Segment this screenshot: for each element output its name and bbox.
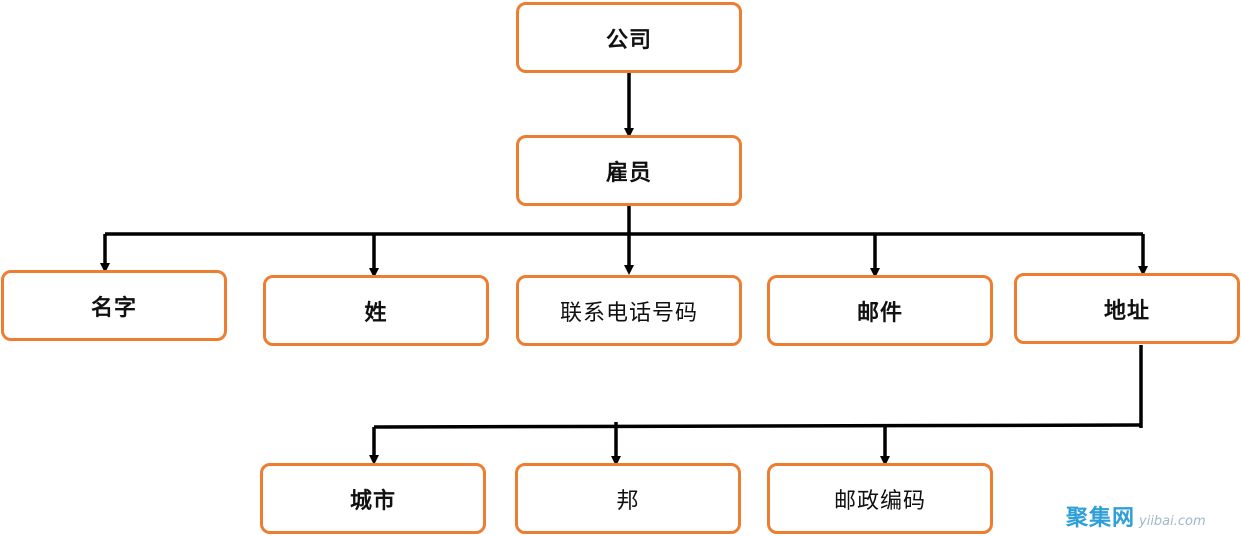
node-phone: 联系电话号码	[516, 275, 742, 346]
node-surname: 姓	[263, 275, 489, 346]
node-name: 名字	[1, 270, 227, 341]
watermark: 聚集网 yiibai.com	[1066, 500, 1206, 532]
watermark-text-cn: 聚集网	[1066, 506, 1136, 531]
watermark-text-en: yiibai.com	[1139, 514, 1206, 529]
node-city: 城市	[260, 463, 486, 534]
node-state: 邦	[515, 463, 741, 534]
edge-address-bus	[373, 423, 1142, 429]
node-address: 地址	[1014, 273, 1240, 344]
node-mail: 邮件	[767, 275, 993, 346]
node-employee: 雇员	[516, 135, 742, 206]
node-company: 公司	[516, 2, 742, 73]
node-zipcode: 邮政编码	[767, 463, 993, 534]
